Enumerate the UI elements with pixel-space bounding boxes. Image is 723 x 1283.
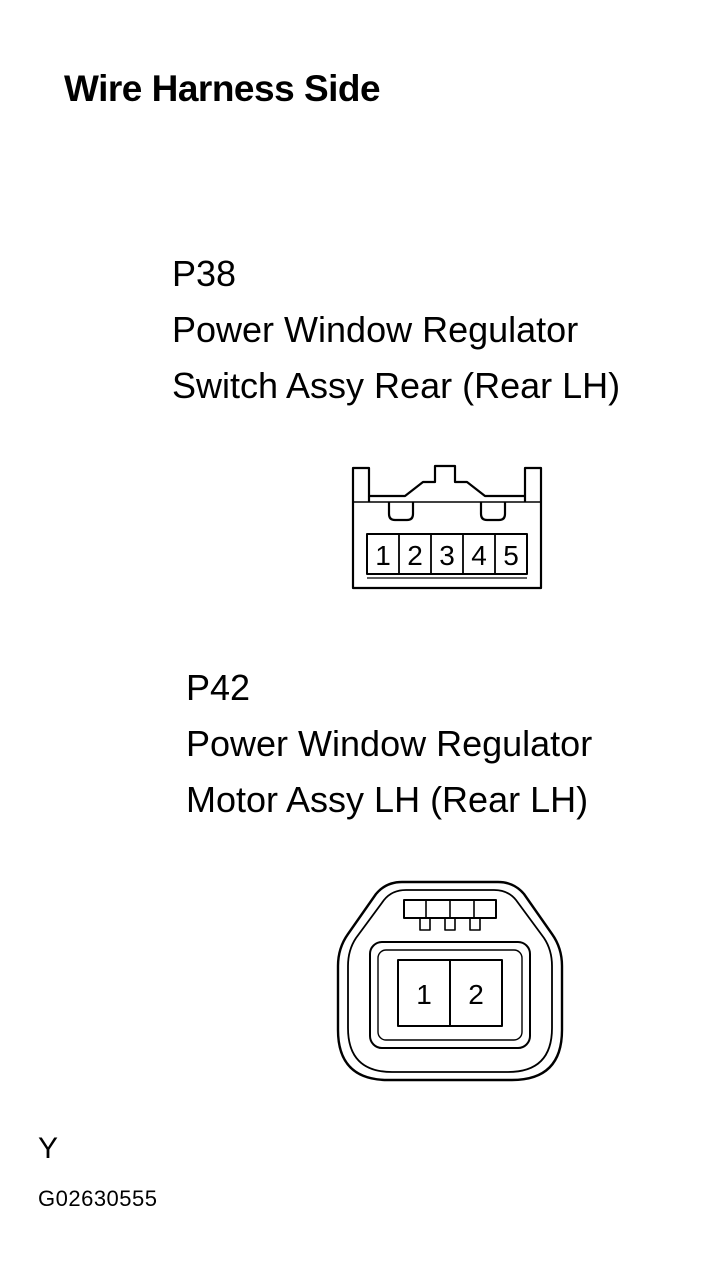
pin-label: 1: [416, 979, 432, 1010]
connector-name-line2: Motor Assy LH (Rear LH): [186, 779, 589, 820]
connector-name-line2: Switch Assy Rear (Rear LH): [172, 365, 621, 406]
latch-left: [387, 502, 415, 522]
connector-label-p38: P38 Power Window Regulator Switch Assy R…: [172, 246, 620, 414]
pin-cell-2: [449, 959, 503, 1027]
pin-label: 1: [375, 540, 391, 571]
connector-diagram-p42: 1 2: [336, 880, 564, 1082]
connector-code: P38: [172, 253, 237, 294]
connector-label-p42: P42 Power Window Regulator Motor Assy LH…: [186, 660, 592, 828]
pin-label: 3: [439, 540, 455, 571]
connector-name-line1: Power Window Regulator: [172, 309, 579, 350]
pin-label: 2: [468, 979, 484, 1010]
pin-label: 4: [471, 540, 487, 571]
connector-name-line1: Power Window Regulator: [186, 723, 593, 764]
pin-label: 5: [503, 540, 519, 571]
pin-label: 2: [407, 540, 423, 571]
housing-outline: [336, 880, 564, 1082]
latch-right: [479, 502, 507, 522]
page-title: Wire Harness Side: [64, 68, 381, 109]
connector-diagram-p38: 1 2 3 4 5: [351, 464, 543, 590]
housing-outline: [351, 464, 543, 590]
figure-code: G02630555: [38, 1186, 158, 1211]
connector-code: P42: [186, 667, 251, 708]
view-mark: Y: [38, 1132, 59, 1165]
